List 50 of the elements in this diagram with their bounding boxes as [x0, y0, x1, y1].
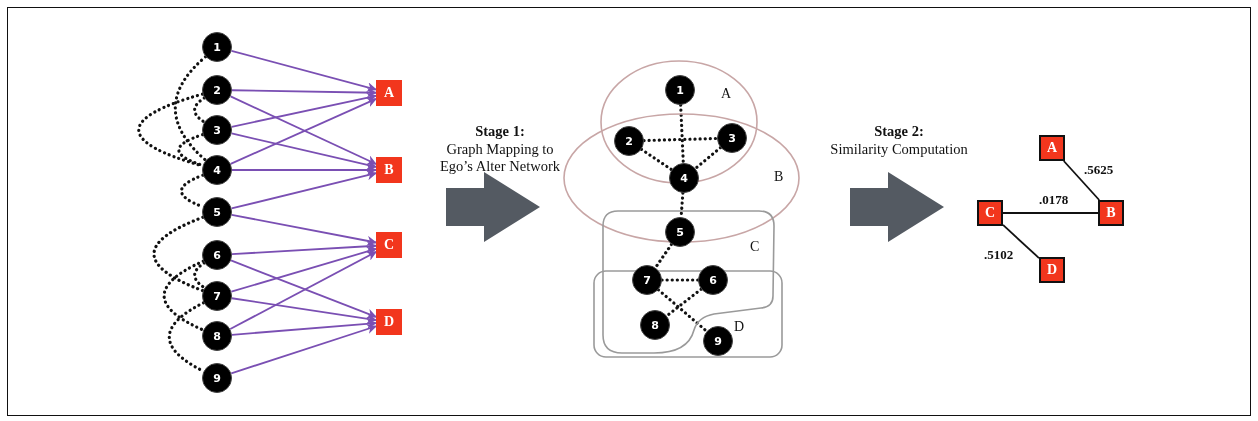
arrow	[231, 87, 377, 98]
arrow	[230, 170, 377, 210]
dotted-link	[656, 288, 709, 333]
group-label: C	[750, 240, 760, 254]
stage-description: Similarity Computation	[829, 141, 969, 158]
arrow	[230, 324, 377, 375]
connector-line	[1062, 160, 1101, 201]
connector-line	[1002, 224, 1040, 259]
arrow	[230, 213, 377, 246]
letter-square: B	[1098, 200, 1124, 226]
letter-square: B	[376, 157, 402, 183]
arrow	[230, 50, 377, 93]
dotted-link	[639, 147, 674, 172]
dotted-link	[660, 278, 700, 282]
dotted-link	[167, 301, 206, 373]
arrow	[230, 297, 377, 324]
group-label: B	[774, 170, 784, 184]
letter-square: D	[376, 309, 402, 335]
arrow	[229, 251, 377, 330]
letter-square: C	[376, 232, 402, 258]
arrow	[230, 246, 377, 293]
dotted-link	[152, 215, 205, 293]
group-label: D	[734, 320, 745, 334]
arrow	[231, 241, 377, 256]
dotted-link	[653, 242, 674, 270]
dotted-link	[177, 133, 205, 167]
arrow	[230, 259, 377, 319]
letter-square: A	[1039, 135, 1065, 161]
group-label: A	[721, 87, 732, 101]
arrow	[230, 132, 377, 170]
connector-line	[1002, 212, 1099, 214]
dotted-link	[693, 146, 723, 170]
dotted-link	[162, 259, 205, 332]
dotted-link	[193, 261, 207, 290]
dotted-link	[137, 92, 205, 168]
arrow	[230, 92, 377, 128]
arrow	[231, 318, 377, 336]
stage-description: Graph Mapping to Ego’s Alter Network	[439, 141, 561, 175]
letter-square: D	[1039, 257, 1065, 283]
dotted-link	[642, 136, 719, 143]
dotted-link	[665, 287, 703, 318]
dotted-link	[179, 173, 205, 209]
stage-heading: Stage 2:	[873, 123, 925, 140]
letter-square: C	[977, 200, 1003, 226]
dotted-link	[173, 55, 208, 162]
stage-heading: Stage 1:	[474, 123, 526, 140]
letter-square: A	[376, 80, 402, 106]
arrow	[231, 165, 377, 175]
dotted-link	[193, 96, 206, 124]
dotted-link	[679, 103, 685, 165]
